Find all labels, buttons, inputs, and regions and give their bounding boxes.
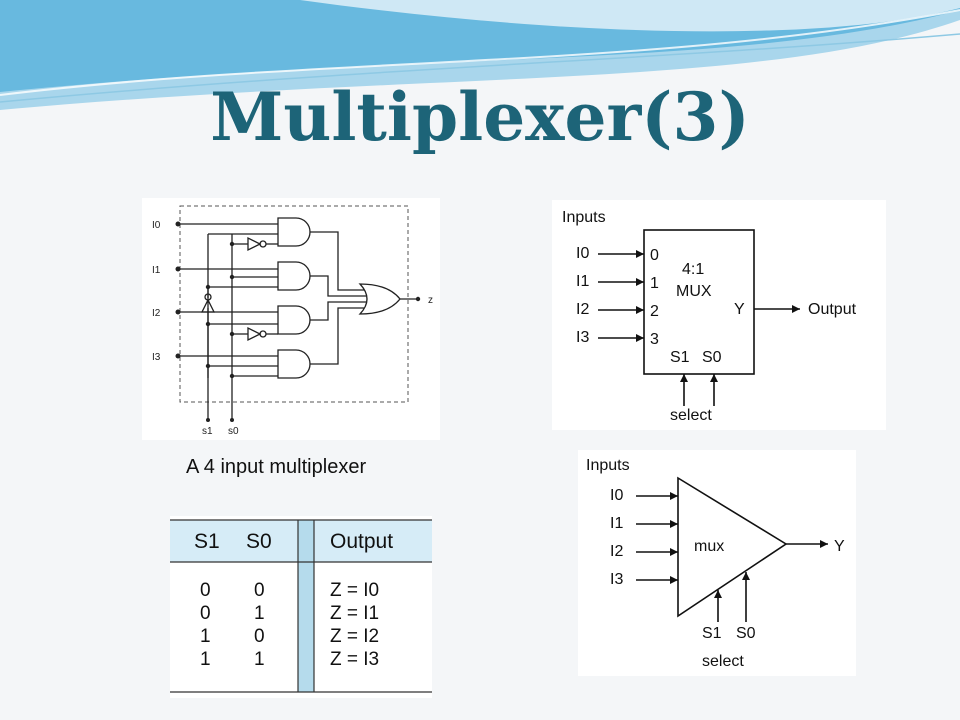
mux-block-diagram: Inputs I0 I1 I2 I3 0 1 2 3 4:1 MUX Y Out… — [562, 209, 857, 424]
triangle-mux-name: mux — [694, 538, 724, 555]
s1-cell: 0 — [200, 580, 211, 601]
triangle-input-label: I1 — [610, 515, 623, 532]
block-input-label: I0 — [576, 245, 589, 262]
output-cell: Z = I3 — [330, 649, 379, 670]
triangle-output-label: Y — [834, 538, 845, 555]
mux-circuit-panel: I0 I1 I2 I3 s1 s0 z — [142, 198, 440, 440]
block-input-label: I1 — [576, 273, 589, 290]
block-port-label: 2 — [650, 303, 659, 320]
output-cell: Z = I2 — [330, 626, 379, 647]
mux-triangle-diagram: Inputs I0 I1 I2 I3 mux Y S1 S0 select — [586, 457, 845, 670]
s0-cell: 0 — [254, 626, 265, 647]
table-row: 1 0 Z = I2 — [200, 626, 379, 647]
truth-table-header: S1 — [194, 530, 220, 553]
truth-table: S1 S0 Output 0 0 Z = I0 0 1 Z = I1 1 0 Z… — [170, 519, 432, 693]
truth-table-panel: S1 S0 Output 0 0 Z = I0 0 1 Z = I1 1 0 Z… — [170, 516, 432, 698]
circuit-input-label: I0 — [152, 220, 161, 231]
triangle-input-label: I2 — [610, 543, 623, 560]
s0-cell: 0 — [254, 580, 265, 601]
s1-cell: 0 — [200, 603, 211, 624]
block-inputs-label: Inputs — [562, 209, 606, 226]
block-port-label: 3 — [650, 331, 659, 348]
slide-title: Multiplexer(3) — [210, 78, 750, 156]
triangle-select-caption: select — [702, 653, 744, 670]
mux-block-panel: Inputs I0 I1 I2 I3 0 1 2 3 4:1 MUX Y Out… — [552, 200, 886, 430]
output-cell: Z = I1 — [330, 603, 379, 624]
output-cell: Z = I0 — [330, 580, 379, 601]
block-output-port: Y — [734, 301, 745, 318]
truth-table-header: Output — [330, 530, 393, 553]
circuit-select-label: s1 — [202, 426, 213, 437]
circuit-input-label: I2 — [152, 308, 161, 319]
triangle-select-label: S1 — [702, 625, 722, 642]
block-mux-ratio: 4:1 — [682, 261, 704, 278]
circuit-output-label: z — [428, 295, 433, 306]
block-port-label: 1 — [650, 275, 659, 292]
block-select-caption: select — [670, 407, 712, 424]
block-mux-name: MUX — [676, 283, 712, 300]
triangle-input-label: I0 — [610, 487, 623, 504]
table-row: 0 1 Z = I1 — [200, 603, 379, 624]
s0-cell: 1 — [254, 649, 265, 670]
mux-gate-circuit: I0 I1 I2 I3 s1 s0 z — [152, 205, 433, 437]
circuit-select-label: s0 — [228, 426, 239, 437]
circuit-input-label: I3 — [152, 352, 161, 363]
triangle-input-label: I3 — [610, 571, 623, 588]
block-output-label: Output — [808, 301, 857, 318]
table-row: 1 1 Z = I3 — [200, 649, 379, 670]
s0-cell: 1 — [254, 603, 265, 624]
block-select-label: S0 — [702, 349, 722, 366]
mux-triangle-panel: Inputs I0 I1 I2 I3 mux Y S1 S0 select — [578, 450, 856, 676]
s1-cell: 1 — [200, 649, 211, 670]
circuit-input-label: I1 — [152, 265, 161, 276]
s1-cell: 1 — [200, 626, 211, 647]
block-input-label: I2 — [576, 301, 589, 318]
block-port-label: 0 — [650, 247, 659, 264]
truth-table-header: S0 — [246, 530, 272, 553]
circuit-caption: A 4 input multiplexer — [186, 456, 367, 478]
triangle-inputs-label: Inputs — [586, 457, 630, 474]
triangle-select-label: S0 — [736, 625, 756, 642]
block-input-label: I3 — [576, 329, 589, 346]
table-row: 0 0 Z = I0 — [200, 580, 379, 601]
block-select-label: S1 — [670, 349, 690, 366]
